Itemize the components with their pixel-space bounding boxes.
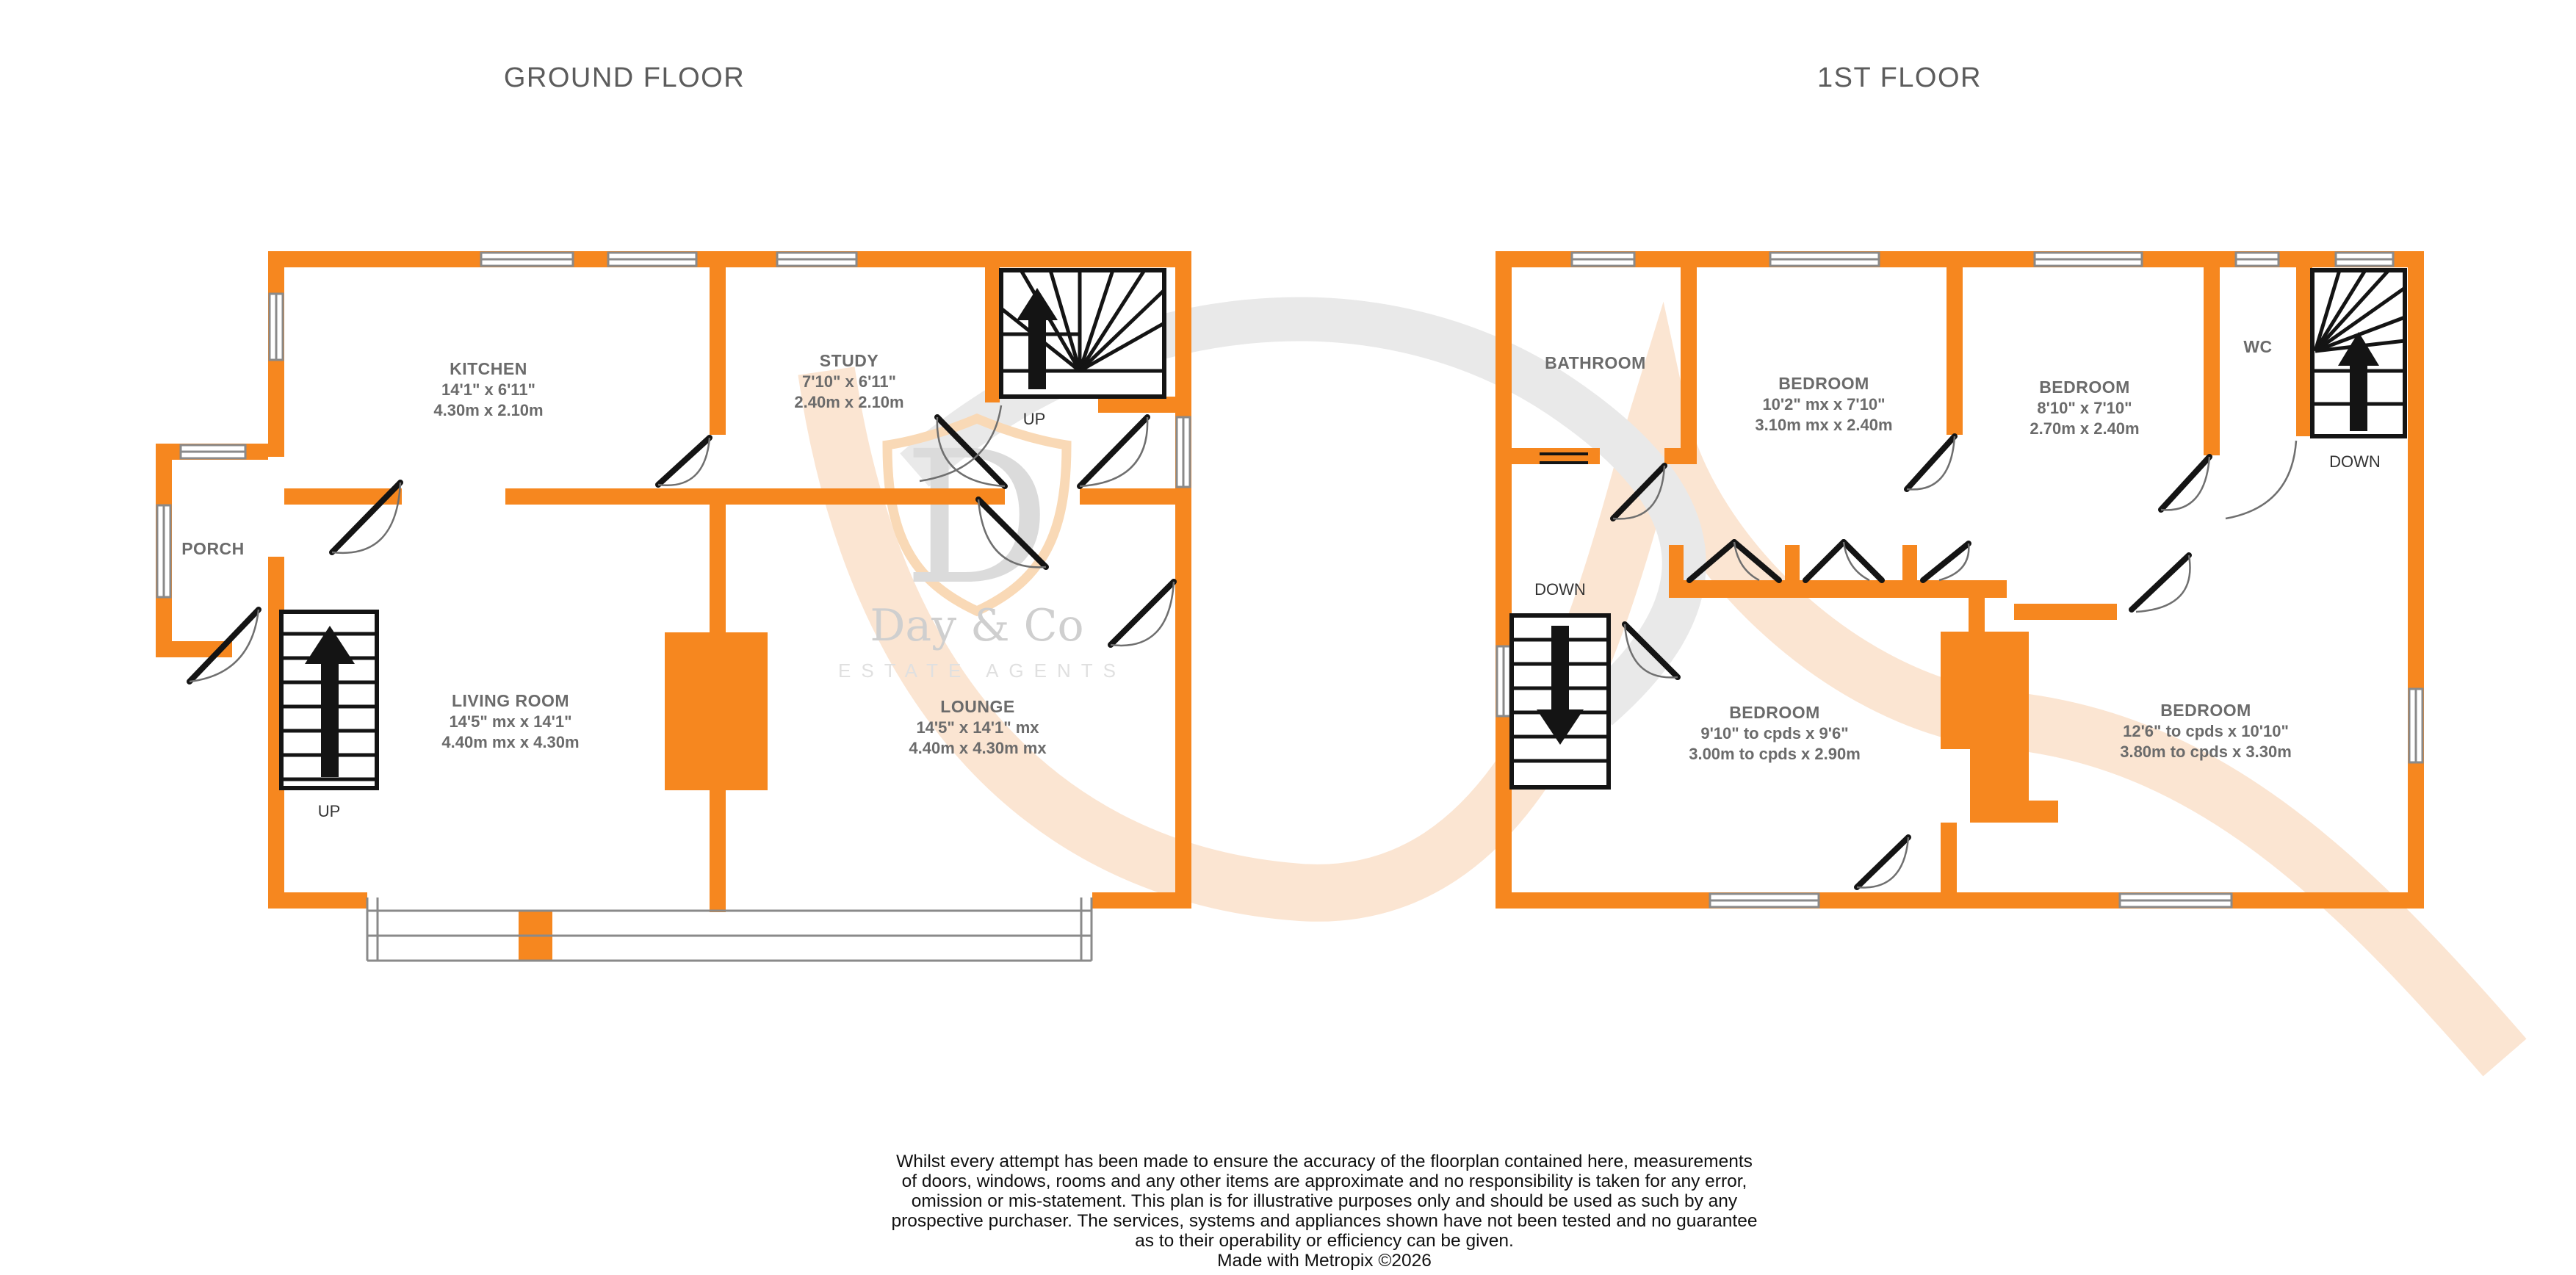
svg-text:3.80m to cpds x 3.30m: 3.80m to cpds x 3.30m [2120, 743, 2292, 761]
room-label-living-room: LIVING ROOM [452, 691, 569, 710]
disclaimer-line: of doors, windows, rooms and any other i… [902, 1171, 1747, 1191]
ground-floor-staircase-main [279, 610, 379, 790]
ground-floor-title: GROUND FLOOR [504, 62, 745, 93]
svg-text:4.40m x 4.30m mx: 4.40m x 4.30m mx [909, 739, 1047, 757]
disclaimer-line: prospective purchaser. The services, sys… [891, 1211, 1757, 1231]
svg-text:14'5" mx x 14'1": 14'5" mx x 14'1" [449, 712, 571, 731]
disclaimer-line: Whilst every attempt has been made to en… [896, 1152, 1753, 1171]
first-floor-staircase-left [1509, 613, 1611, 790]
up-arrow-icon [2350, 361, 2367, 431]
room-label-bedroom-2: BEDROOM [2039, 378, 2130, 397]
room-label-wc: WC [2243, 337, 2272, 356]
svg-text:2.40m x 2.10m: 2.40m x 2.10m [794, 393, 903, 411]
ground-floor-windows [156, 251, 1191, 962]
ground-floor-staircase-winder [999, 268, 1166, 399]
ground-floor-doors [187, 405, 1177, 685]
watermark-monogram: D [903, 411, 1050, 625]
first-floor-room-labels: BATHROOM BEDROOM 10'2" mx x 7'10" 3.10m … [1545, 337, 2292, 763]
room-label-bedroom-3: BEDROOM [1729, 703, 1820, 722]
first-floor-windows [1496, 251, 2424, 909]
disclaimer-credit: Made with Metropix ©2026 [1217, 1251, 1432, 1271]
room-label-bathroom: BATHROOM [1545, 353, 1646, 372]
svg-text:14'1" x 6'11": 14'1" x 6'11" [441, 380, 535, 399]
first-floor-title: 1ST FLOOR [1817, 62, 1982, 93]
ground-floor-room-labels: KITCHEN 14'1" x 6'11" 4.30m x 2.10m STUD… [181, 351, 1047, 757]
svg-text:3.00m to cpds x 2.90m: 3.00m to cpds x 2.90m [1689, 745, 1861, 763]
room-label-study: STUDY [820, 351, 878, 370]
first-floor-doors [1540, 433, 2298, 890]
disclaimer-line: omission or mis-statement. This plan is … [912, 1191, 1738, 1211]
room-label-lounge: LOUNGE [940, 697, 1014, 716]
watermark: D Day & Co ESTATE AGENTS [798, 297, 2527, 1077]
svg-text:2.70m x 2.40m: 2.70m x 2.40m [2030, 419, 2139, 438]
first-stairs-down-label: DOWN [1534, 580, 1586, 599]
first-floor-staircase-winder [2310, 268, 2407, 438]
room-label-bedroom-1: BEDROOM [1778, 374, 1869, 393]
ground-chimney-breast [665, 632, 768, 790]
room-label-bedroom-4: BEDROOM [2160, 701, 2251, 720]
svg-text:12'6" to cpds x 10'10": 12'6" to cpds x 10'10" [2123, 722, 2289, 740]
svg-text:7'10" x 6'11": 7'10" x 6'11" [802, 372, 896, 391]
up-arrow-icon [1028, 316, 1046, 389]
up-arrow-icon [321, 660, 339, 777]
room-label-porch: PORCH [181, 539, 245, 558]
watermark-tagline: ESTATE AGENTS [838, 660, 1126, 682]
disclaimer-line: as to their operability or efficiency ca… [1135, 1231, 1514, 1251]
ground-stairs-up-label: UP [318, 802, 341, 820]
svg-text:10'2" mx x 7'10": 10'2" mx x 7'10" [1762, 395, 1885, 413]
svg-text:8'10" x 7'10": 8'10" x 7'10" [2037, 399, 2132, 417]
svg-text:14'5" x 14'1" mx: 14'5" x 14'1" mx [916, 718, 1039, 737]
watermark-brand: Day & Co [870, 600, 1083, 651]
watermark-shield-icon [882, 413, 1072, 617]
bay-window [366, 897, 1093, 962]
svg-text:9'10" to cpds x 9'6": 9'10" to cpds x 9'6" [1700, 724, 1848, 743]
first-winder-down-label: DOWN [2329, 452, 2381, 471]
disclaimer: Whilst every attempt has been made to en… [891, 1152, 1757, 1271]
first-floor-plan: DOWN DOWN [1496, 251, 2424, 909]
down-arrow-icon [1551, 626, 1569, 714]
svg-text:3.10m mx x 2.40m: 3.10m mx x 2.40m [1755, 416, 1892, 434]
ground-floor-plan: UP UP [156, 251, 1191, 962]
svg-text:4.30m x 2.10m: 4.30m x 2.10m [433, 401, 543, 419]
ground-winder-up-label: UP [1023, 410, 1046, 428]
room-label-kitchen: KITCHEN [450, 359, 527, 378]
svg-text:4.40m mx x 4.30m: 4.40m mx x 4.30m [441, 733, 579, 751]
